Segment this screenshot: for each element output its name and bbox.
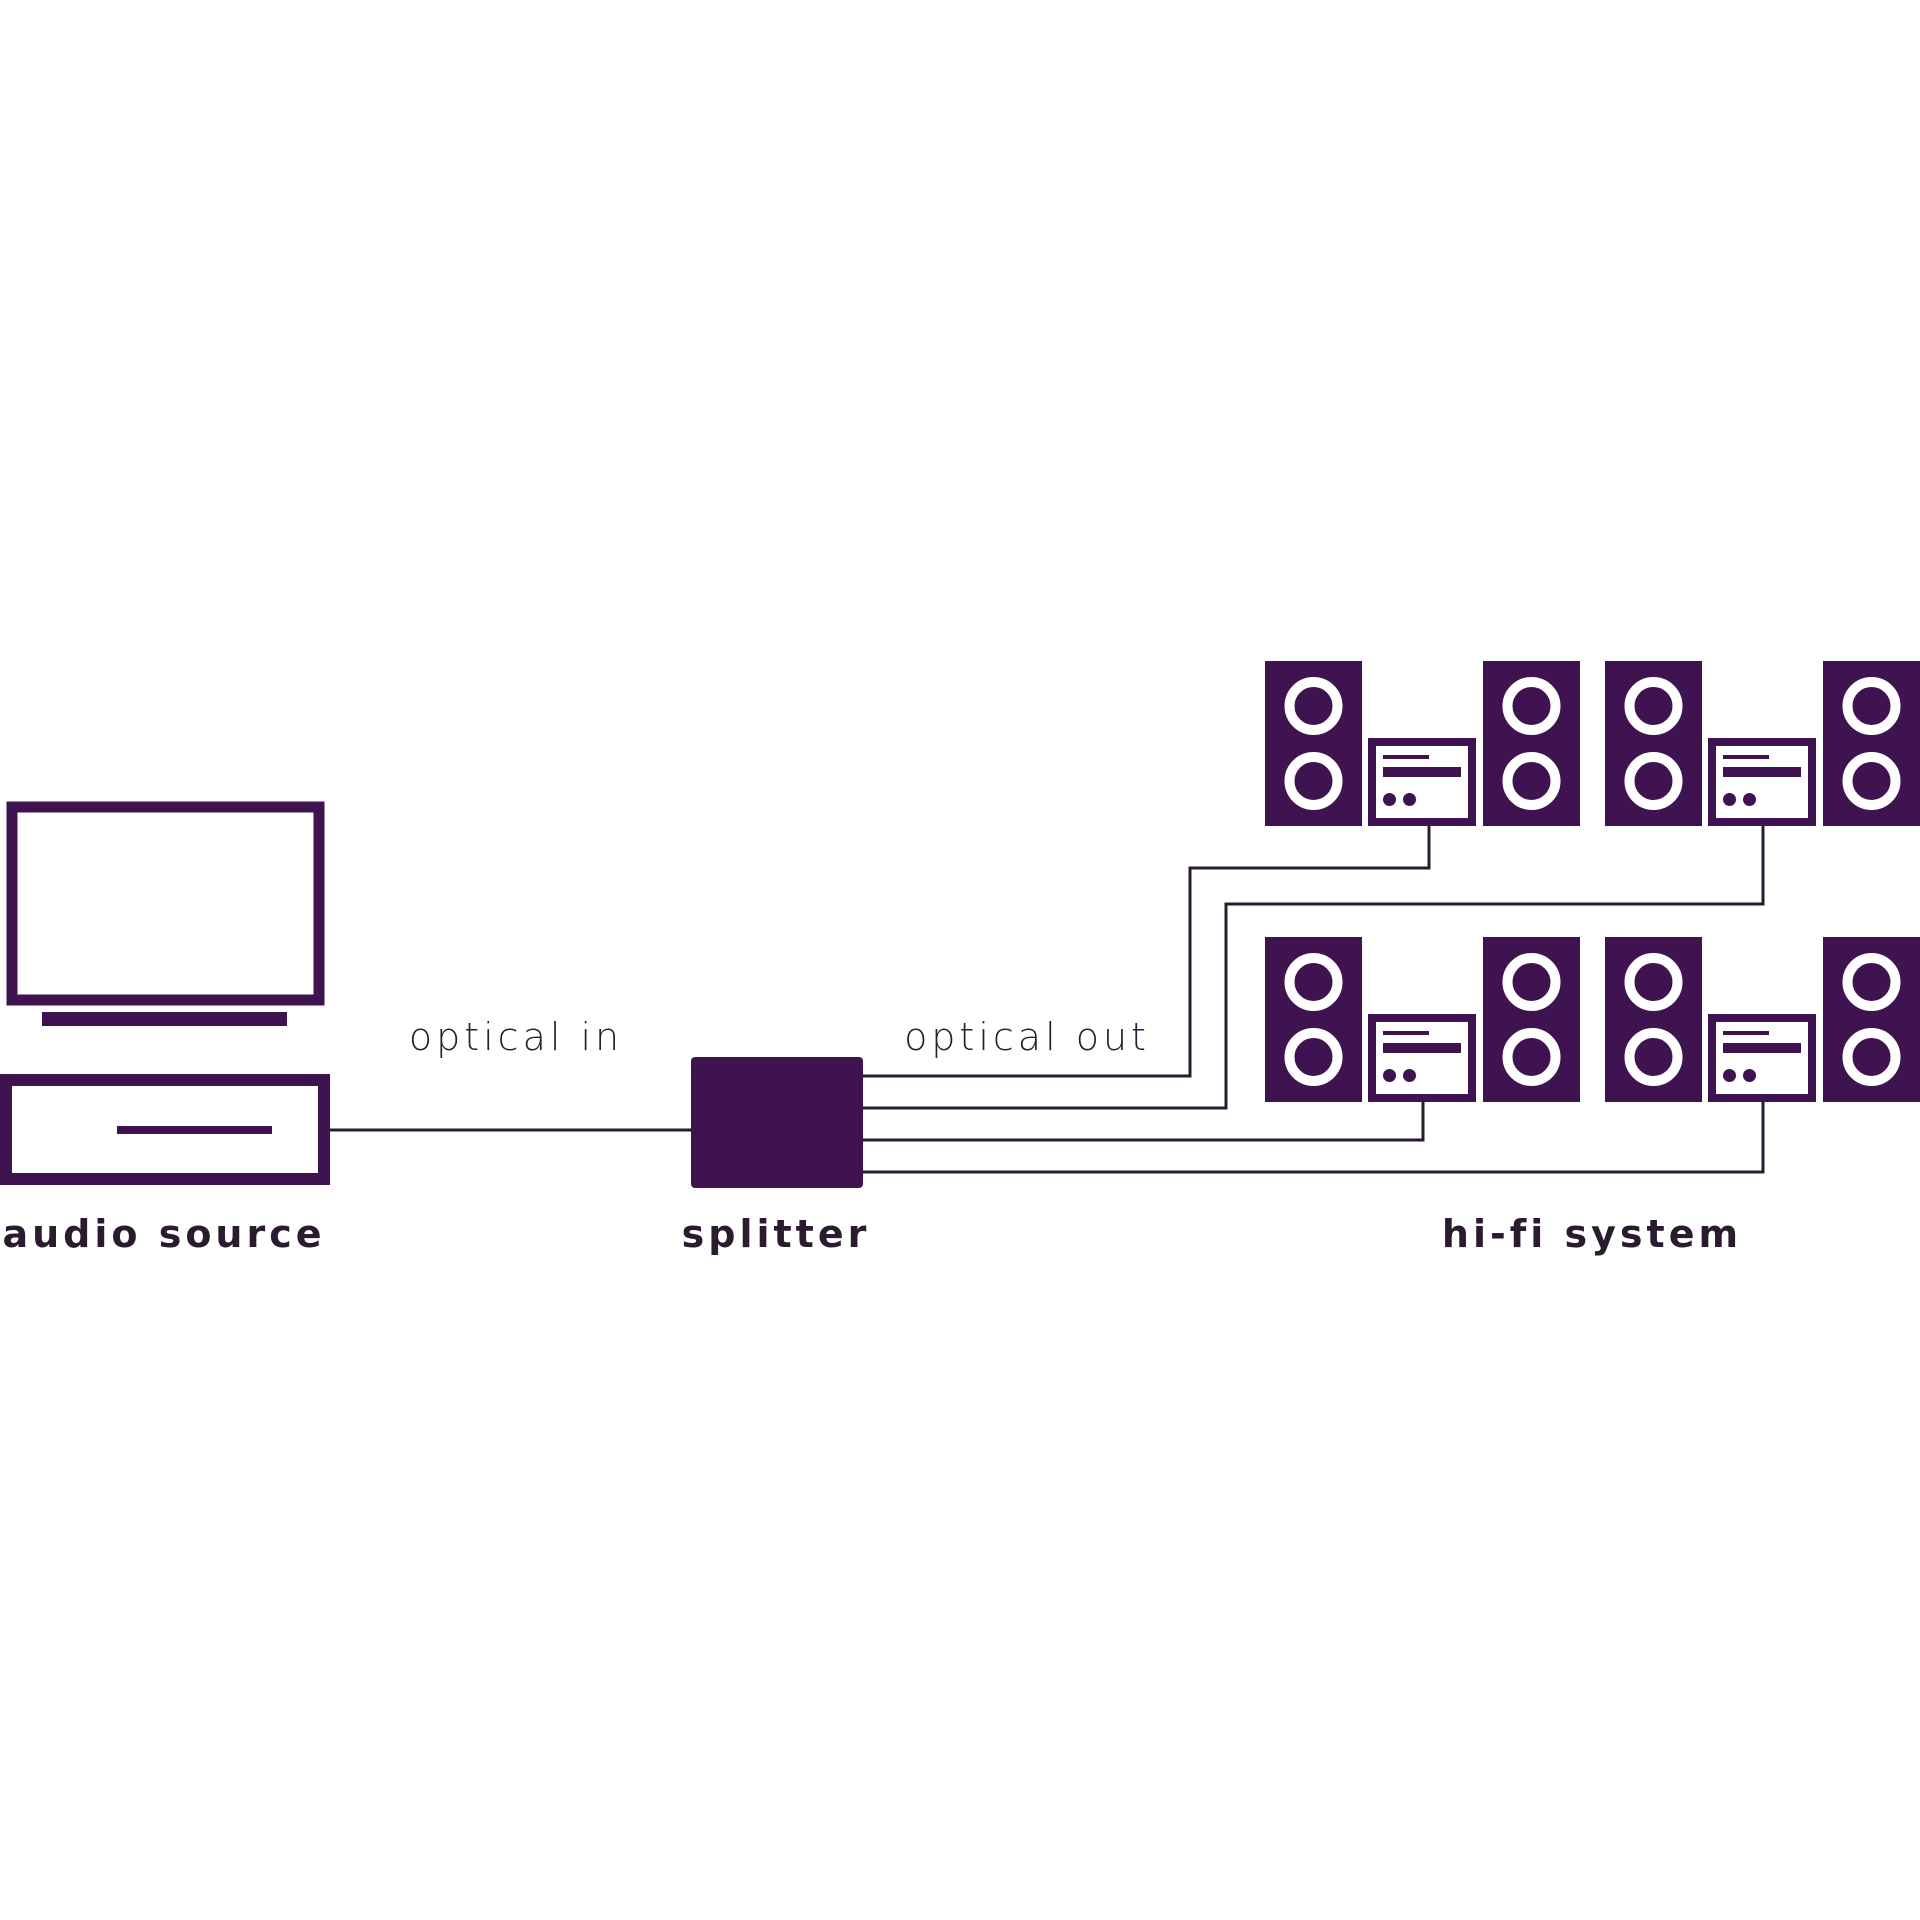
hifi-unit-top-right <box>1605 661 1920 826</box>
cable-to-hifi-top-left <box>863 826 1431 1078</box>
cable-to-hifi-bottom-right <box>863 1102 1765 1174</box>
monitor <box>6 801 325 1006</box>
hifi-unit-bottom-right <box>1605 937 1920 1102</box>
splitter-label: splitter <box>682 1212 871 1256</box>
monitor-stand <box>42 1012 287 1026</box>
computer-case <box>0 1074 330 1185</box>
computer-icon <box>0 801 330 1185</box>
hifi-system-icon <box>1265 661 1920 1102</box>
optical-out-cables <box>863 826 1765 1174</box>
audio-source-label: audio source <box>2 1212 325 1256</box>
cable-to-hifi-bottom-left <box>863 1102 1425 1142</box>
hifi-unit-bottom-left <box>1265 937 1580 1102</box>
optical-out-label: optical out <box>904 1015 1150 1059</box>
drive-slot <box>117 1126 272 1134</box>
hifi-unit-top-left <box>1265 661 1580 826</box>
hifi-system-label: hi-fi system <box>1442 1212 1742 1256</box>
splitter-box-icon <box>691 1057 863 1188</box>
optical-in-label: optical in <box>409 1015 623 1059</box>
cable-to-hifi-top-right <box>863 826 1765 1110</box>
